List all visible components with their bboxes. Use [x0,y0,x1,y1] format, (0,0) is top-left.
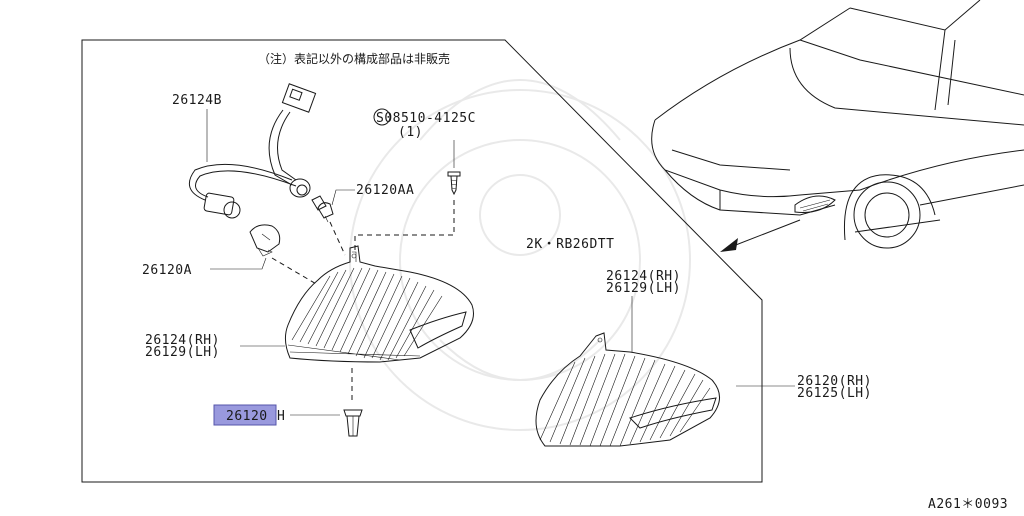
clip-drawing [343,409,363,437]
harness-drawing [188,83,327,219]
label-lens-lh: 26129(LH) [145,345,220,360]
label-lens2-lh: 26129(LH) [606,281,681,296]
label-assy-rh: 26120(RH) [797,374,872,389]
label-bulb-main: 26120A [142,263,192,278]
pointer-arrow-head [720,238,738,252]
engine-label: 2K・RB26DTT [526,237,614,252]
small-bulb-drawing [317,202,334,223]
label-lens-rh: 26124(RH) [145,333,220,348]
label-harness: 26124B [172,93,222,108]
highlight-box [213,404,277,426]
label-lens2-rh: 26124(RH) [606,269,681,284]
notice-text: （注）表記以外の構成部品は非販売 [258,51,450,66]
label-clip-suffix: H [277,409,285,424]
label-screw-group: S08510-4125C (1) [373,108,476,140]
pointer-arrow [727,219,801,249]
label-screw-qty: (1) [398,125,423,140]
car-illustration [651,0,1024,249]
main-bulb-drawing [249,224,281,257]
label-clip-part: 26120 [226,409,268,424]
lamp-lens-right [535,332,720,447]
label-bulb-small: 26120AA [356,183,414,198]
lamp-lens-left [284,245,474,363]
detail-frame [81,39,763,483]
label-screw: S08510-4125C [376,111,476,126]
screw-drawing [447,171,461,196]
label-assy-lh: 26125(LH) [797,386,872,401]
watermark-emblem [349,79,691,431]
diagram-code: A261＊0093 [928,497,1008,511]
